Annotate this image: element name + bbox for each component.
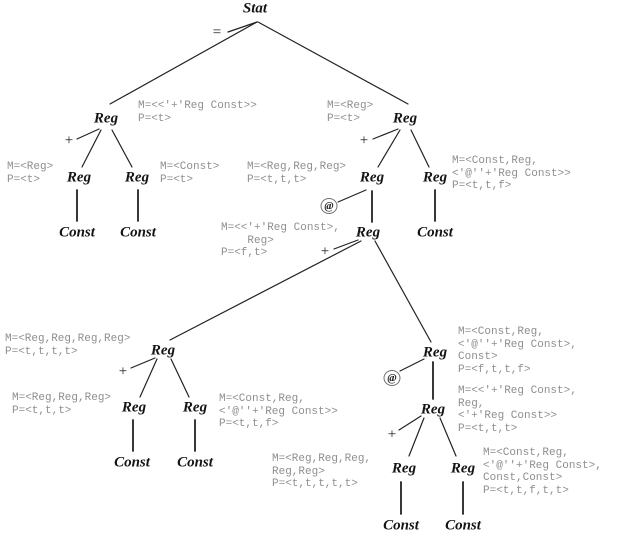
node-reg-right: Reg (392, 110, 418, 127)
node-reg-bl-r: Reg (182, 399, 208, 416)
edge-regright-to-regrr (410, 129, 430, 168)
edge-regmid-plus-tick (333, 239, 359, 250)
node-const-right-r: Const (417, 224, 453, 241)
edge-regbl-to-regblr (170, 358, 190, 398)
annotation-reg-mid: M=<<'+'Reg Const>, Reg> P=<f,t> (221, 222, 340, 259)
edge-regright-plus-tick (372, 128, 399, 140)
annotation-reg-left-r: M=<Const> P=<t> (160, 161, 220, 186)
edge-label-plus-bl: + (118, 363, 128, 380)
node-const-left-l: Const (59, 224, 95, 241)
edge-regleft-plus-tick (76, 128, 100, 140)
edge-regrl-at-tick (337, 189, 367, 203)
edge-root-to-reg-right (257, 21, 409, 105)
node-const-br-l: Const (383, 517, 419, 534)
node-const-bl-l: Const (114, 454, 150, 471)
node-reg-left: Reg (93, 110, 119, 127)
annotation-reg-br-l: M=<Reg,Reg,Reg, Reg,Reg> P=<t,t,t,t,t> (272, 453, 372, 490)
node-const-left-r: Const (120, 224, 156, 241)
edge-root-to-reg-left (109, 21, 258, 105)
edge-label-assign: = (212, 24, 222, 41)
node-reg-br: Reg (422, 344, 448, 361)
node-reg-bl-l: Reg (121, 399, 147, 416)
node-const-br-r: Const (445, 517, 481, 534)
edge-regbr2-plus-tick (398, 415, 422, 431)
node-reg-mid: Reg (355, 224, 381, 241)
at-operator-icon: @ (320, 198, 338, 214)
edge-regbr2-to-regbrr (439, 417, 457, 457)
node-const-bl-r: Const (177, 454, 213, 471)
at-operator-icon: @ (383, 370, 401, 386)
node-reg-br-r: Reg (450, 460, 476, 477)
node-reg-br-l: Reg (391, 460, 417, 477)
annotation-reg-left-l: M=<Reg> P=<t> (7, 161, 54, 186)
annotation-reg-left: M=<<'+'Reg Const>> P=<t> (138, 100, 257, 125)
edge-label-plus-br: + (387, 426, 397, 443)
annotation-reg-br-r: M=<Const,Reg, <'@''+'Reg Const>, Const,C… (483, 447, 602, 497)
node-stat: Stat (242, 0, 268, 17)
edge-regleft-to-reglr (111, 129, 133, 168)
annotation-reg-bl: M=<Reg,Reg,Reg,Reg> P=<t,t,t,t> (5, 333, 131, 358)
edge-regmid-to-regbl (169, 240, 362, 341)
node-reg-bl: Reg (150, 342, 176, 359)
edge-root-assign-tick (227, 21, 258, 33)
edge-label-plus-mid: + (320, 243, 330, 260)
annotation-reg-right-l: M=<Reg,Reg,Reg> P=<t,t,t> (247, 161, 347, 186)
node-reg-right-l: Reg (359, 169, 385, 186)
annotation-reg-br2: M=<<'+'Reg Const>, Reg, <'+'Reg Const>> … (458, 385, 577, 435)
node-reg-left-r: Reg (124, 169, 150, 186)
edge-regmid-to-regbr (374, 240, 432, 343)
edge-regbl-to-regbll (139, 358, 158, 398)
edge-regbr2-to-regbrl (408, 417, 425, 457)
edge-regbl-plus-tick (130, 357, 156, 369)
edge-regleft-to-regll (81, 129, 102, 168)
node-reg-left-l: Reg (66, 169, 92, 186)
annotation-reg-br: M=<Const,Reg, <'@''+'Reg Const>, Const> … (458, 326, 577, 376)
edge-label-plus-right: + (359, 132, 369, 149)
node-reg-right-r: Reg (422, 169, 448, 186)
annotation-reg-right-r: M=<Const,Reg, <'@''+'Reg Const>> P=<t,t,… (452, 155, 571, 192)
edge-regright-to-regrl (377, 129, 401, 168)
edge-regbr-at-tick (399, 358, 425, 372)
node-reg-br2: Reg (420, 401, 446, 418)
annotation-reg-bl-r: M=<Const,Reg, <'@''+'Reg Const>> P=<t,t,… (219, 393, 338, 430)
annotation-reg-bl-l: M=<Reg,Reg,Reg> P=<t,t,t> (12, 392, 112, 417)
edge-label-plus-left: + (64, 132, 74, 149)
annotation-reg-right: M=<Reg> P=<t> (327, 100, 374, 125)
